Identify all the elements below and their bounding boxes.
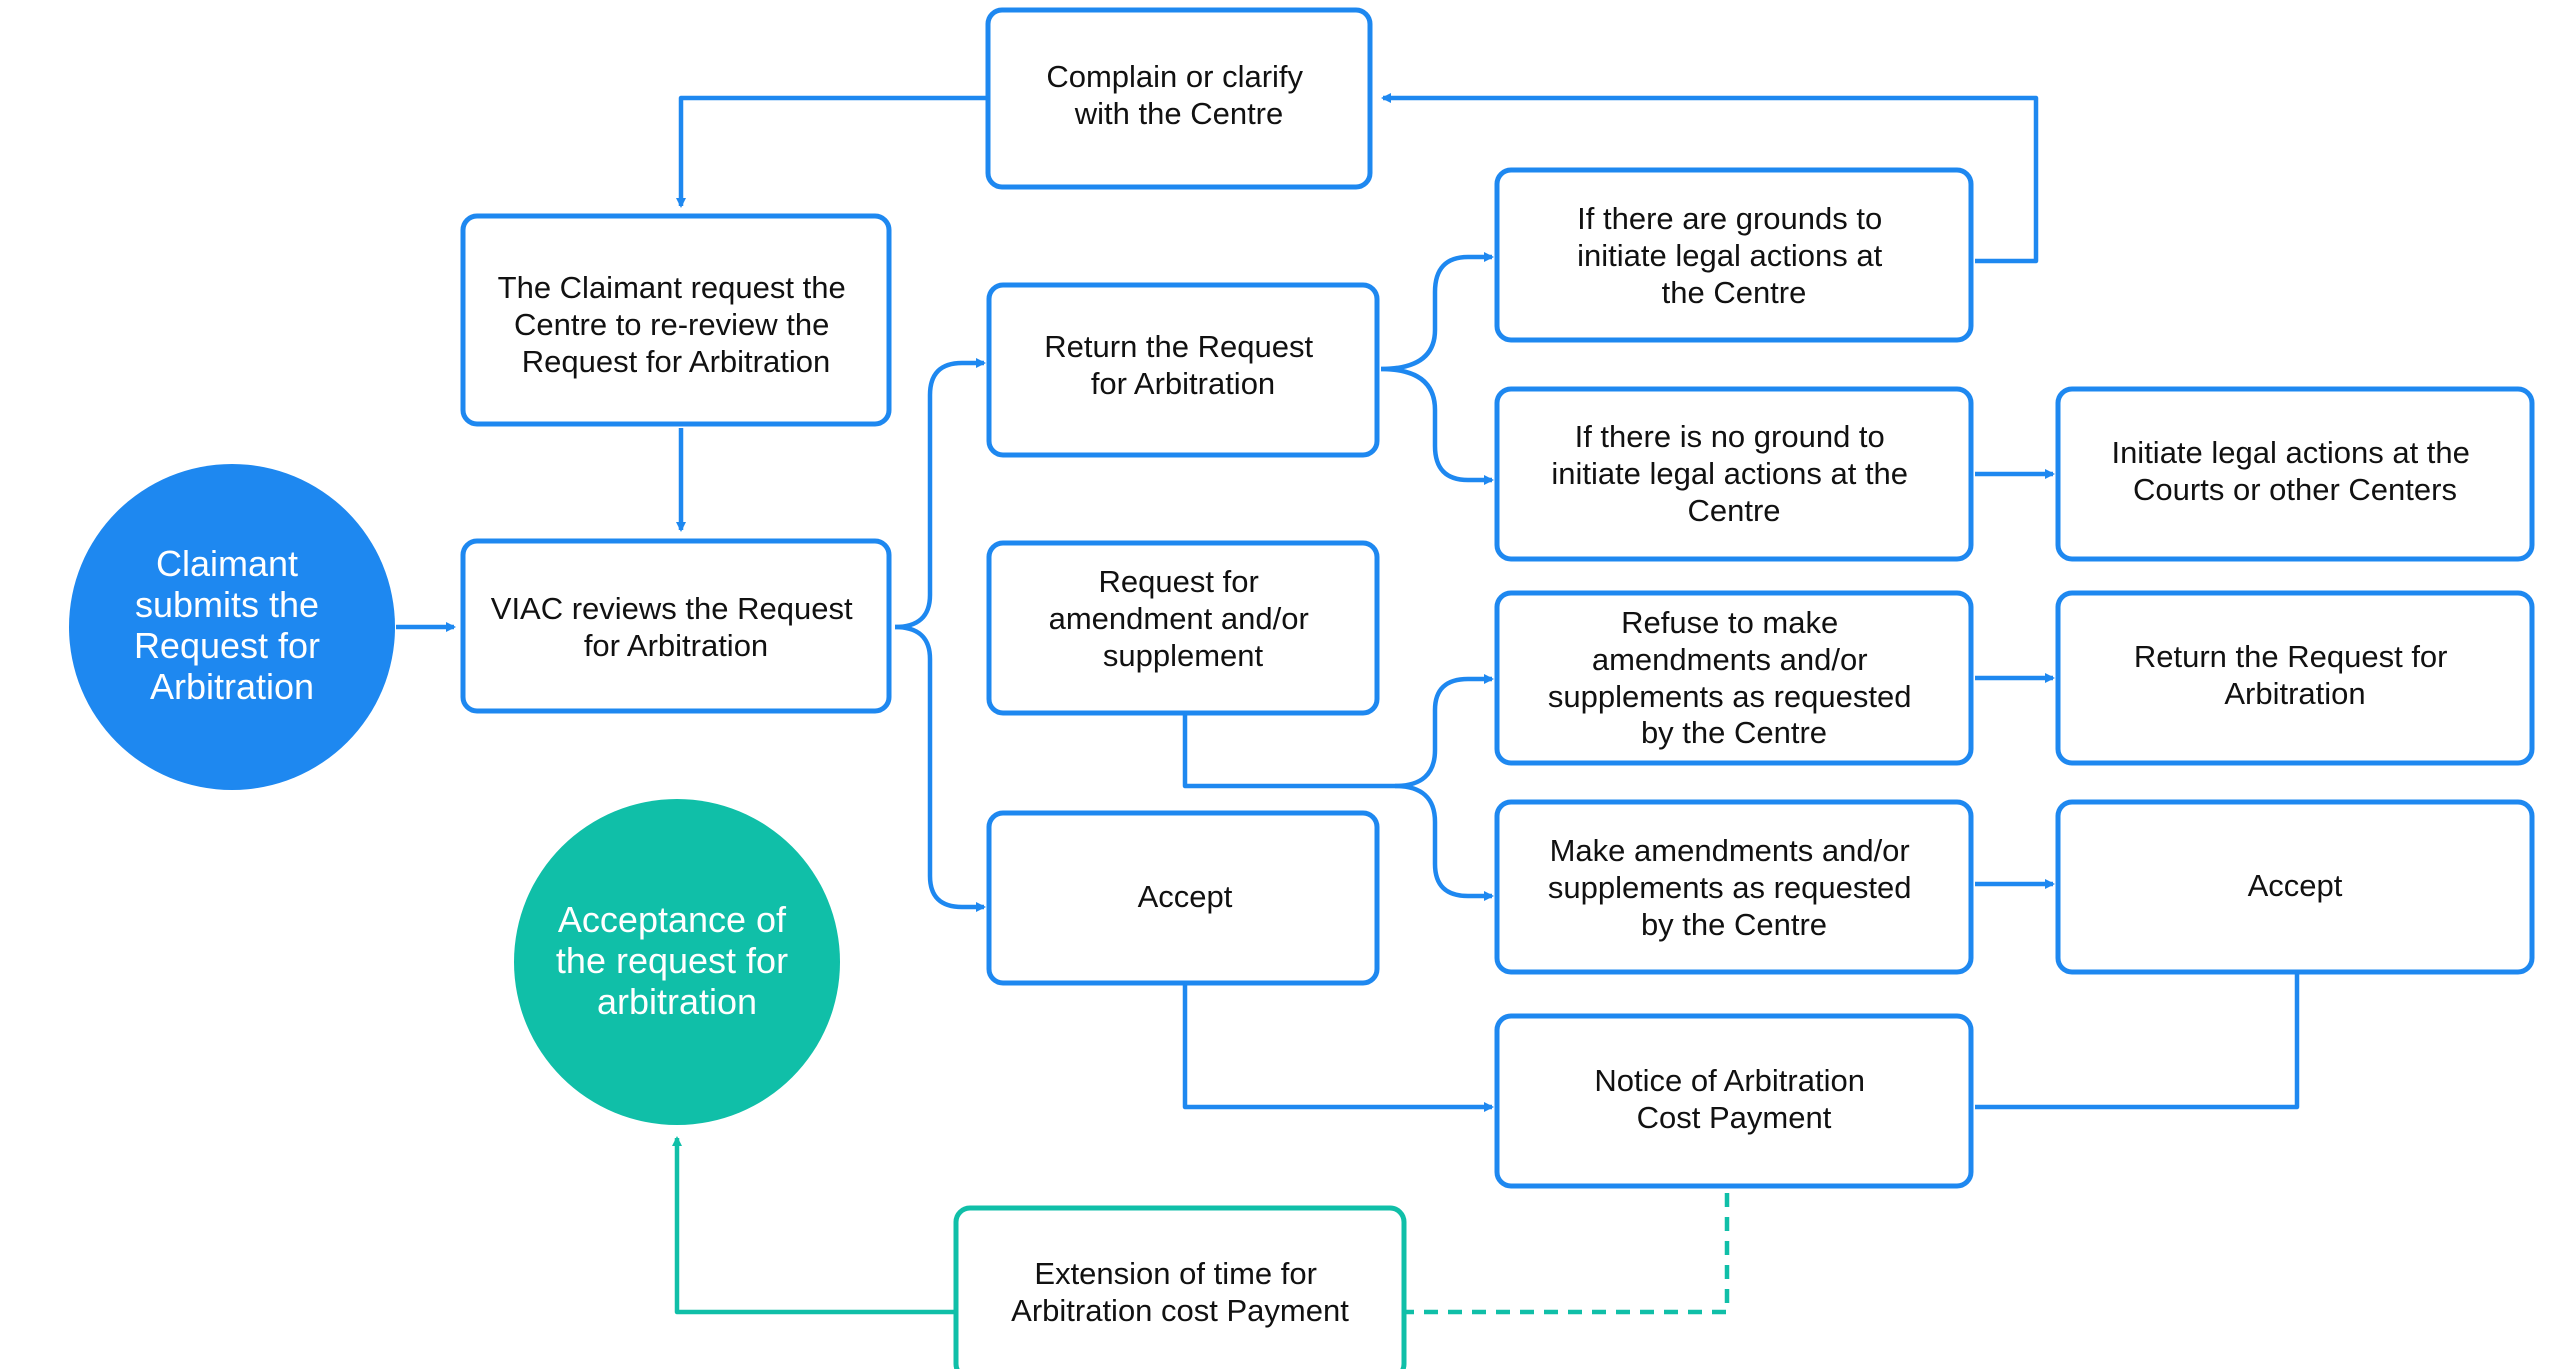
edge-acceptright-to-notice [1975, 970, 2300, 1110]
node-make-amend-text: Make amendments and/or supplements as re… [1548, 833, 1920, 942]
edge-extension-to-acceptance [672, 1136, 956, 1315]
node-accept-mid-text: Accept [1138, 879, 1233, 914]
node-notice: Notice of Arbitration Cost Payment [1494, 1013, 1974, 1189]
edge-accept-to-notice [1182, 983, 1494, 1112]
edge-viac-to-accept [894, 624, 986, 912]
node-return-request-box [986, 282, 1380, 458]
node-notice-text: Notice of Arbitration Cost Payment [1594, 1063, 1873, 1135]
node-make-amend: Make amendments and/or supplements as re… [1494, 799, 1974, 975]
edge-grounds-to-complain [1381, 93, 2039, 264]
node-accept-right-box [2055, 799, 2535, 975]
connectors [396, 93, 2300, 1315]
node-acceptance: Acceptance of the request for arbitratio… [514, 799, 840, 1125]
node-acceptance-text: Acceptance of the request for arbitratio… [556, 899, 798, 1022]
start-circle [69, 464, 395, 790]
node-complain-box [985, 7, 1373, 190]
node-extension: Extension of time for Arbitration cost P… [953, 1205, 1407, 1369]
node-notice-box [1494, 1013, 1974, 1189]
node-return-right-box [2055, 590, 2535, 766]
node-extension-box [953, 1205, 1407, 1369]
node-viac-reviews: VIAC reviews the Request for Arbitration [460, 538, 892, 714]
node-accept-right-text: Accept [2248, 868, 2343, 903]
node-no-ground-text: If there is no ground to initiate legal … [1551, 419, 1916, 528]
node-courts: Initiate legal actions at the Courts or … [2055, 386, 2535, 562]
node-accept-mid-box [986, 810, 1380, 986]
edge-return-to-noground [1380, 366, 1494, 485]
node-claimant-submits: Claimant submits the Request for Arbitra… [69, 464, 395, 790]
node-accept-right: Accept [2055, 799, 2535, 975]
node-no-ground-box [1494, 386, 1974, 562]
end-circle [514, 799, 840, 1125]
node-refuse-box [1494, 590, 1974, 766]
node-complain: Complain or clarify with the Centre [985, 7, 1373, 190]
node-extension-text: Extension of time for Arbitration cost P… [1011, 1256, 1349, 1328]
edge-viac-to-return [894, 358, 986, 630]
node-return-request-text: Return the Request for Arbitration [1044, 329, 1321, 401]
node-re-review-text: The Claimant request the Centre to re-re… [498, 270, 855, 379]
node-accept-mid: Accept [986, 810, 1380, 986]
edge-return-to-grounds [1380, 252, 1494, 372]
edge-amendment-to-makeamend [1394, 783, 1494, 901]
node-refuse: Refuse to make amendments and/or supplem… [1494, 590, 1974, 766]
node-viac-reviews-box [460, 538, 892, 714]
node-re-review-box [460, 213, 892, 427]
node-grounds-box [1494, 167, 1974, 343]
node-return-right-text: Return the Request for Arbitration [2134, 639, 2456, 711]
node-return-request: Return the Request for Arbitration [986, 282, 1380, 458]
node-return-right: Return the Request for Arbitration [2055, 590, 2535, 766]
node-grounds-text: If there are grounds to initiate legal a… [1577, 201, 1891, 310]
node-no-ground: If there is no ground to initiate legal … [1494, 386, 1974, 562]
node-viac-reviews-text: VIAC reviews the Request for Arbitration [491, 591, 861, 663]
node-make-amend-box [1494, 799, 1974, 975]
node-courts-text: Initiate legal actions at the Courts or … [2111, 435, 2478, 507]
node-complain-text: Complain or clarify with the Centre [1046, 59, 1311, 131]
node-re-review: The Claimant request the Centre to re-re… [460, 213, 892, 427]
node-amendment-box [986, 540, 1380, 716]
node-claimant-submits-text: Claimant submits the Request for Arbitra… [134, 543, 330, 707]
node-amendment-text: Request for amendment and/or supplement [1049, 564, 1318, 673]
node-amendment: Request for amendment and/or supplement [986, 540, 1380, 716]
node-refuse-text: Refuse to make amendments and/or supplem… [1548, 605, 1920, 750]
node-courts-box [2055, 386, 2535, 562]
edge-complain-to-rereview [676, 95, 988, 208]
edge-notice-to-extension [1404, 1193, 1730, 1315]
node-grounds: If there are grounds to initiate legal a… [1494, 167, 1974, 343]
